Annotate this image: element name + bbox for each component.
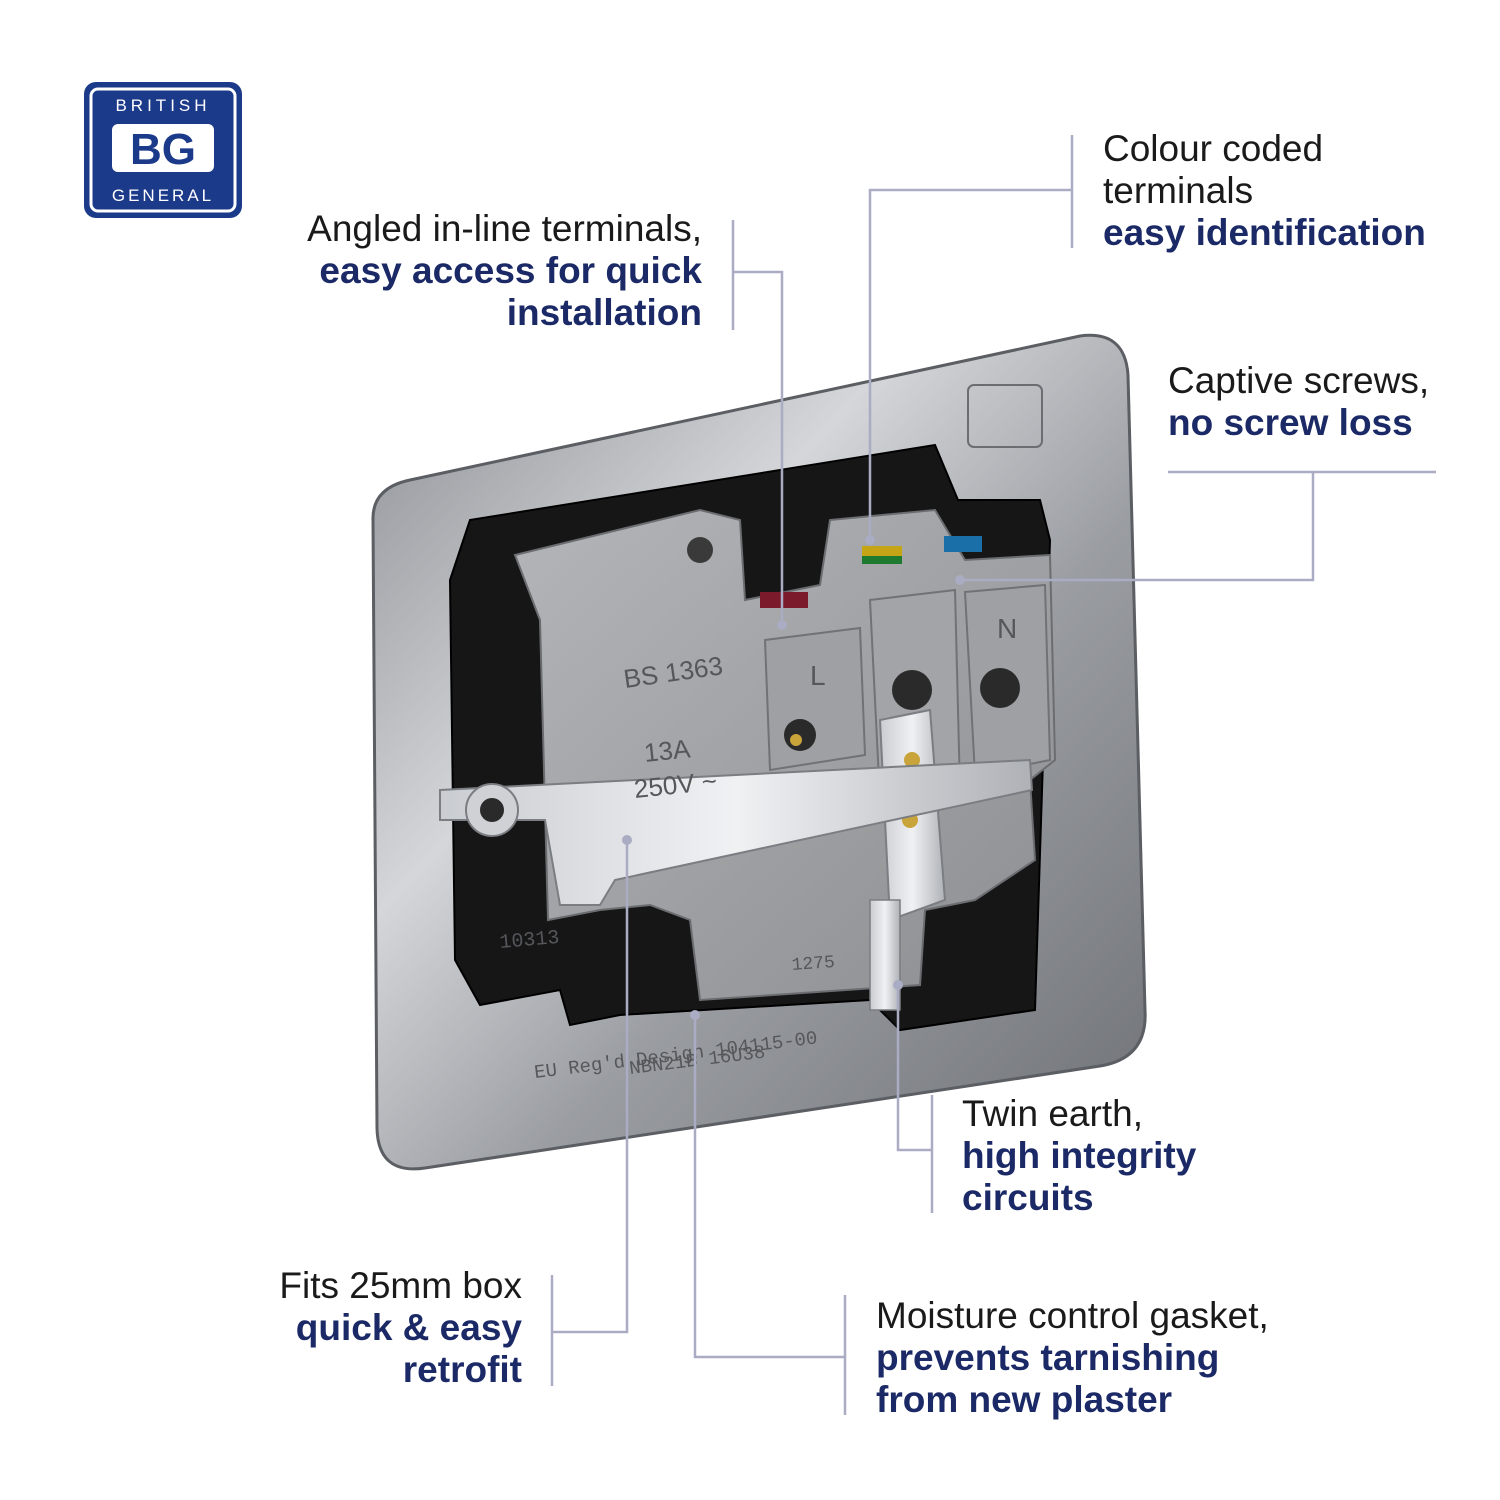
logo-bottom-text: GENERAL [112,186,214,205]
callout-colour-coded-benefit: easy identification [1103,212,1426,253]
callout-colour-coded-title-1: Colour coded [1103,128,1324,169]
callout-fits-box-title: Fits 25mm box [279,1265,522,1306]
leader-lines [550,135,1436,1415]
logo-mark-text: BG [130,125,196,174]
callout-colour-coded: Colour coded terminals easy identificati… [1103,128,1483,254]
logo-top-text: BRITISH [115,96,210,115]
british-general-logo: BRITISH BG GENERAL [84,82,242,218]
callout-fits-box-benefit-1: quick & easy [295,1307,522,1348]
callout-captive-screws: Captive screws, no screw loss [1168,360,1488,444]
code-left-label: 10313 [499,927,561,955]
callout-twin-earth-benefit-1: high integrity [962,1135,1197,1176]
callout-fits-box: Fits 25mm box quick & easy retrofit [212,1265,522,1391]
callout-twin-earth-benefit-2: circuits [962,1177,1094,1218]
callout-angled-terminals-benefit-2: installation [506,292,702,333]
code-bottom-label: 1275 [791,953,836,976]
callout-angled-terminals-benefit-1: easy access for quick [319,250,702,291]
live-terminal-label: L [810,660,826,691]
callout-captive-screws-benefit: no screw loss [1168,402,1413,443]
neutral-terminal-label: N [997,613,1017,644]
callout-angled-terminals: Angled in-line terminals, easy access fo… [250,208,702,334]
callout-fits-box-benefit-2: retrofit [402,1349,522,1390]
callout-colour-coded-title-2: terminals [1103,170,1254,211]
callout-gasket-benefit-2: from new plaster [876,1379,1173,1420]
current-rating-label: 13A [642,733,692,768]
callout-gasket: Moisture control gasket, prevents tarnis… [876,1295,1326,1421]
callout-gasket-benefit-1: prevents tarnishing [876,1337,1220,1378]
callout-angled-terminals-title: Angled in-line terminals, [307,208,702,249]
callout-twin-earth-title: Twin earth, [962,1093,1143,1134]
live-terminal-block [763,626,867,772]
callout-twin-earth: Twin earth, high integrity circuits [962,1093,1282,1219]
callout-captive-screws-title: Captive screws, [1168,360,1430,401]
callout-gasket-title: Moisture control gasket, [876,1295,1269,1336]
